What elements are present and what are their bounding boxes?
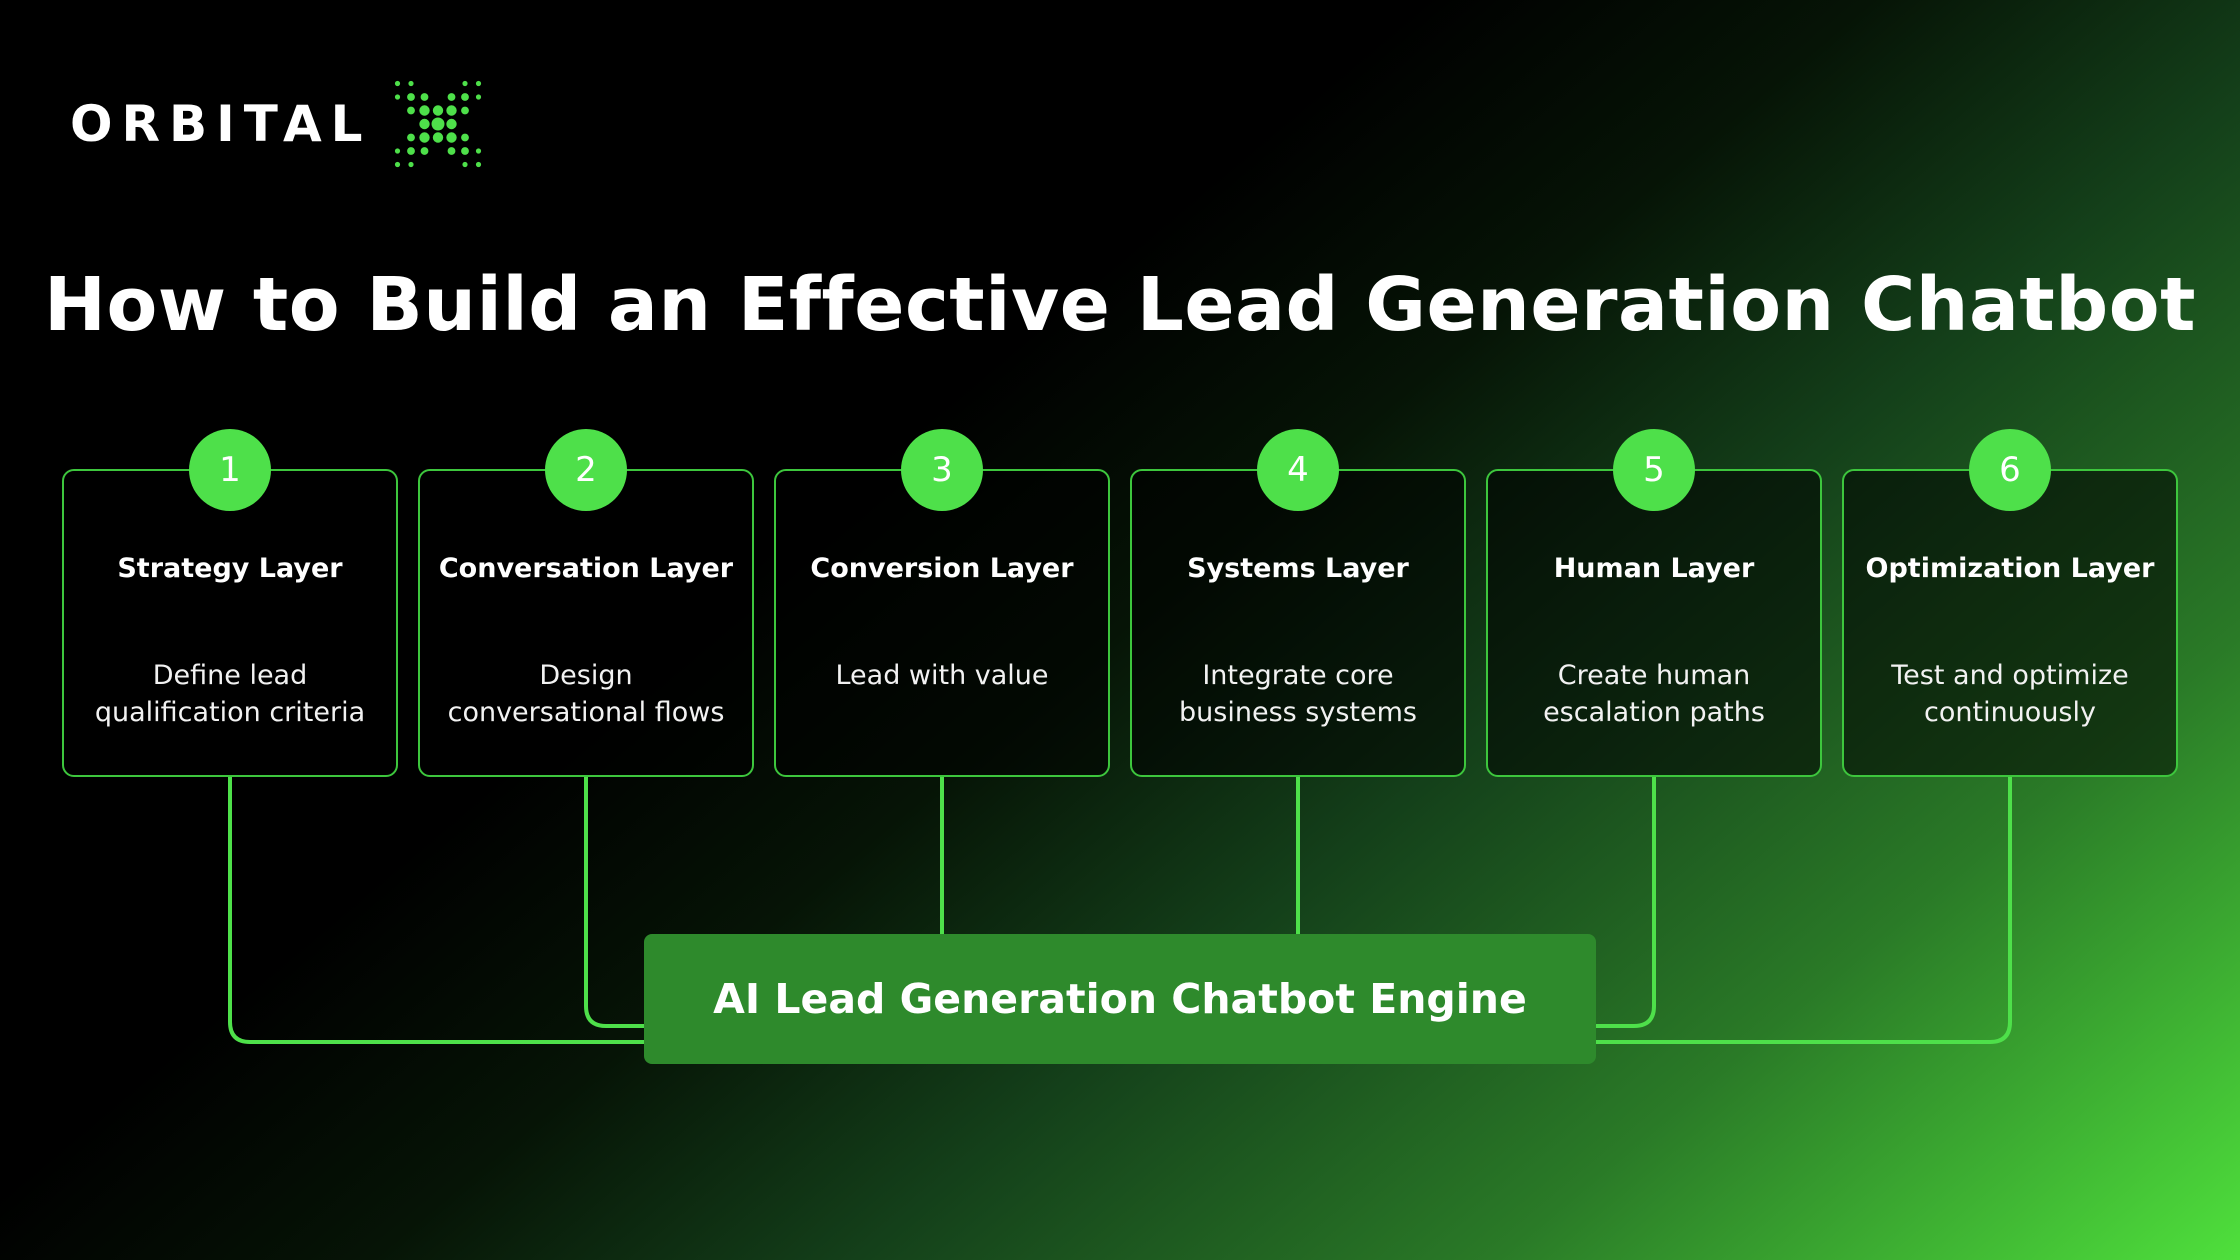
step-number-badge: 3 [901, 429, 983, 511]
layer-card-systems: 4 Systems Layer Integrate core business … [1130, 429, 1466, 777]
step-number-badge: 6 [1969, 429, 2051, 511]
chatbot-engine-box: AI Lead Generation Chatbot Engine [644, 934, 1596, 1064]
layer-title: Human Layer [1553, 553, 1755, 584]
brand-name: ORBITAL [70, 95, 372, 153]
logo-dot [447, 93, 455, 101]
connector-layer-1 [228, 777, 644, 1044]
layer-description: Lead with value [835, 660, 1049, 691]
logo-dot [394, 148, 400, 154]
logo-dot [461, 80, 468, 87]
step-number-badge: 1 [189, 429, 271, 511]
logo-dot [475, 161, 481, 168]
brand-logo: ORBITAL [70, 72, 490, 176]
logo-dot [394, 161, 400, 168]
layer-card-strategy: 1 Strategy Layer Define lead qualificati… [62, 429, 398, 777]
logo-dot [406, 133, 415, 142]
step-number-badge: 5 [1613, 429, 1695, 511]
logo-dot [406, 93, 415, 101]
layer-card-optimization: 6 Optimization Layer Test and optimize c… [1842, 429, 2178, 777]
logo-dot [475, 94, 481, 100]
dotted-x-logo-icon [394, 80, 481, 168]
logo-dot [460, 147, 469, 155]
logo-dot [406, 147, 415, 155]
step-number-badge: 4 [1257, 429, 1339, 511]
layer-description: Design conversational flows [447, 660, 725, 728]
logo-dot [461, 161, 468, 168]
connector-layer-6 [1596, 777, 2012, 1044]
logo-dot [460, 93, 469, 101]
logo-dot [431, 117, 445, 131]
logo-dot [418, 105, 430, 116]
layer-description: Create human escalation paths [1543, 660, 1765, 728]
layer-title: Systems Layer [1187, 553, 1409, 584]
logo-dot [420, 147, 428, 155]
logo-dot [420, 93, 428, 101]
logo-dot [394, 80, 400, 87]
logo-dot [445, 132, 457, 143]
logo-dot [407, 80, 414, 87]
step-number-badge: 2 [545, 429, 627, 511]
logo-dot [432, 105, 443, 116]
layer-card-conversion: 3 Conversion Layer Lead with value [774, 429, 1110, 777]
page-title: How to Build an Effective Lead Generatio… [44, 262, 2196, 348]
logo-dot [406, 106, 415, 115]
logo-dot [475, 148, 481, 154]
layer-description: Define lead qualification criteria [94, 660, 366, 728]
layer-card-human: 5 Human Layer Create human escalation pa… [1486, 429, 1822, 777]
layer-title: Conversion Layer [810, 553, 1074, 584]
logo-dot [418, 132, 430, 143]
logo-dot [394, 94, 400, 100]
layer-title: Conversation Layer [438, 553, 734, 584]
logo-dot [475, 80, 481, 87]
logo-dot [447, 147, 455, 155]
layer-description: Integrate core business systems [1179, 660, 1417, 728]
logo-dot [445, 118, 457, 130]
logo-dot [407, 161, 414, 168]
layer-description: Test and optimize continuously [1891, 660, 2129, 728]
logo-dot [432, 132, 443, 143]
logo-dot [460, 106, 469, 115]
layer-title: Optimization Layer [1865, 553, 2155, 584]
layer-card-conversation: 2 Conversation Layer Design conversation… [418, 429, 754, 777]
connector-layer-2 [584, 777, 644, 1028]
logo-dot [460, 133, 469, 142]
layer-title: Strategy Layer [117, 553, 343, 584]
logo-dot [418, 118, 430, 130]
connector-layer-5 [1596, 777, 1656, 1028]
logo-dot [445, 105, 457, 116]
